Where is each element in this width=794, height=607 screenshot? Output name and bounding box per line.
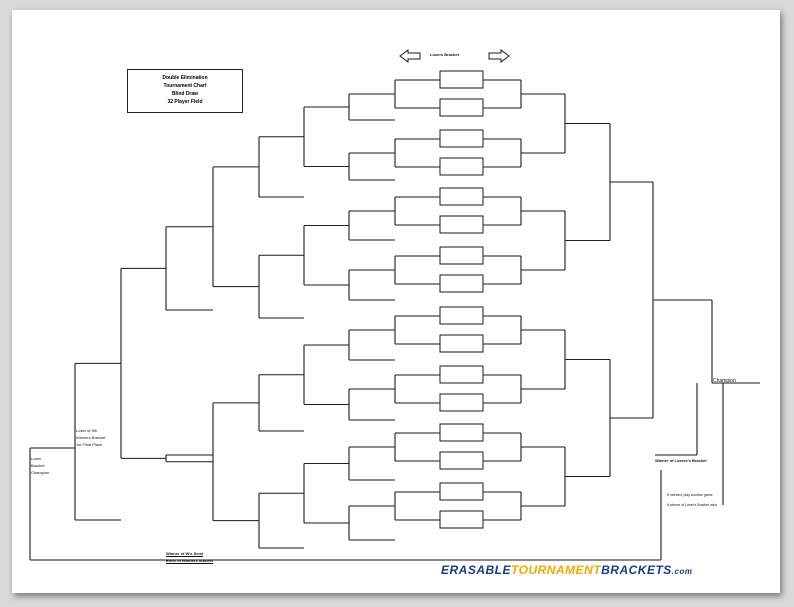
title-line-4: 32 Player Field [167,99,203,105]
logo-part-3: BRACKETS [601,563,672,577]
title-line-1: Double Elimination [162,75,208,81]
player-slot-box-15 [439,510,484,529]
right-note-1: If needed, play another game [667,493,713,497]
logo-part-1: ERASABLE [441,563,512,577]
erasable-tournament-brackets-logo: ERASABLETOURNAMENTBRACKETS.com [441,563,692,577]
player-slot-box-5 [439,215,484,234]
title-line-2: Tournament Chart [163,83,207,89]
player-slot-box-12 [439,423,484,442]
right-note-2: If winner of Loser's Bracket wins [667,503,718,507]
player-slot-box-3 [439,157,484,176]
player-slot-box-6 [439,246,484,265]
tournament-title-box: Double Elimination Tournament Chart Blin… [127,69,243,113]
left-stack-labels: Loser Bracket Champion [31,455,49,476]
left-stack-2: Bracket [31,463,45,468]
logo-part-4: .com [671,567,693,576]
player-slot-box-4 [439,187,484,206]
bottom-note-2: Enter in Winners bracket [166,558,214,563]
title-line-3: Blind Draw [171,91,199,97]
bottom-note-1: Winner of W's Semi [166,551,204,556]
right-arrow-icon [488,49,510,63]
logo-part-2: TOURNAMENT [511,563,602,577]
left-stack-3: Champion [31,470,50,475]
losers-bracket-legend: Losers Bracket [430,52,459,57]
winner-losers-bracket-label: Winner of Losers's Bracket [655,458,707,463]
left-arrow-icon [399,49,421,63]
left-mid-3: 1st Final Place [76,442,103,447]
player-slot-box-8 [439,306,484,325]
left-mid-2: Winners Bracket [76,435,106,440]
player-slot-box-10 [439,365,484,384]
bracket-sheet [12,10,780,593]
player-slot-box-1 [439,98,484,117]
left-stack-1: Loser [31,456,42,461]
player-slot-box-0 [439,70,484,89]
champion-label: Champion [713,378,736,384]
player-slot-box-14 [439,482,484,501]
player-slot-box-2 [439,129,484,148]
left-mid-1: Loser of 5th [76,428,98,433]
player-slot-box-7 [439,274,484,293]
player-slot-box-13 [439,451,484,470]
left-mid-labels: Loser of 5th Winners Bracket 1st Final P… [76,427,105,448]
player-slot-box-9 [439,334,484,353]
player-slot-box-11 [439,393,484,412]
